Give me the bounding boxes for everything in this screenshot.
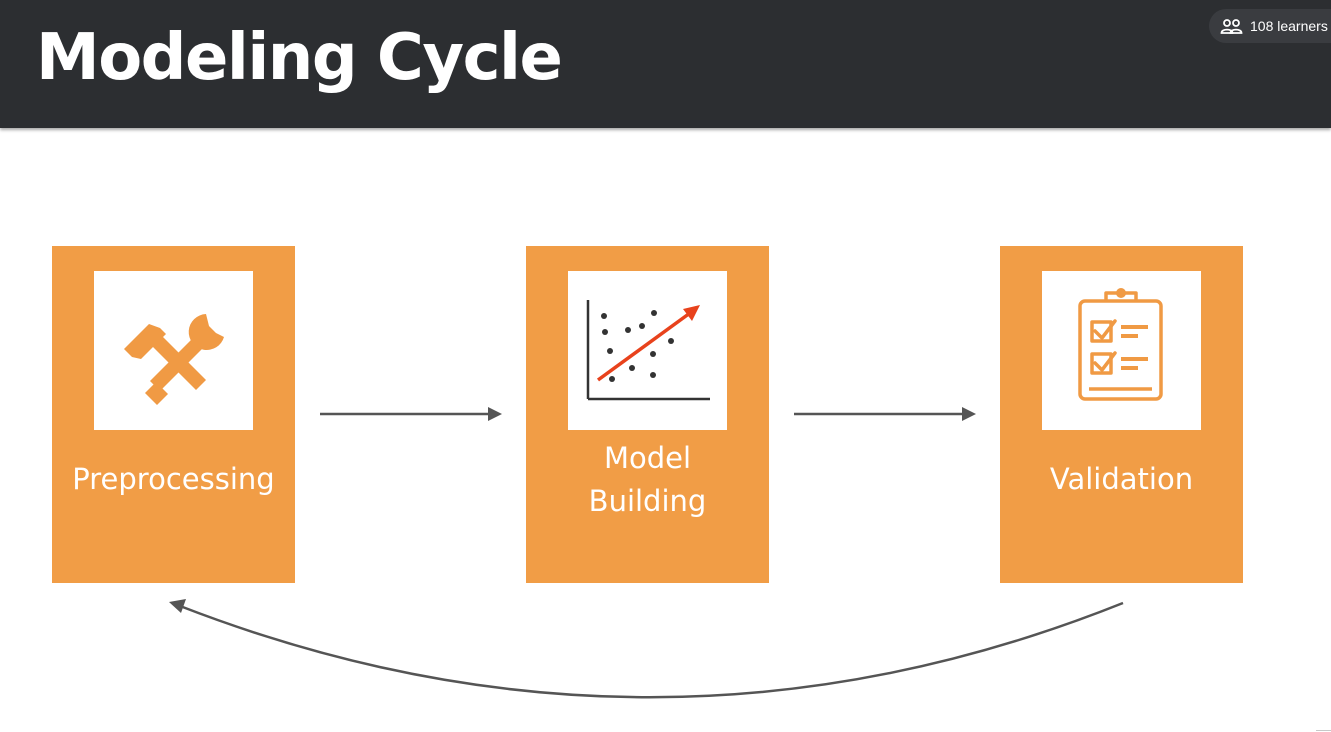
corner-mark	[1316, 730, 1331, 731]
step-icon-card	[568, 271, 727, 430]
step-label-line-1: Model	[603, 441, 692, 475]
learners-badge[interactable]: 108 learners	[1209, 9, 1331, 43]
step-icon-card	[94, 271, 253, 430]
step-icon-card	[1042, 271, 1201, 430]
slide-title: Modeling Cycle	[36, 21, 563, 95]
step-model-building: Model Building	[526, 246, 769, 583]
step-label: Validation	[1049, 462, 1194, 496]
tools-icon	[124, 314, 224, 405]
step-label: Preprocessing	[72, 462, 275, 496]
scatter-trend-icon	[586, 300, 710, 401]
clipboard-checklist-icon	[1078, 288, 1163, 401]
arrow-validation-to-preprocessing	[179, 601, 1124, 699]
users-icon	[1220, 19, 1243, 34]
step-preprocessing: Preprocessing	[52, 246, 295, 583]
step-validation: Validation	[1000, 246, 1243, 583]
learners-count: 108 learners	[1250, 18, 1328, 34]
header-bar: Modeling Cycle	[0, 0, 1331, 128]
step-label-line-2: Building	[588, 484, 707, 518]
